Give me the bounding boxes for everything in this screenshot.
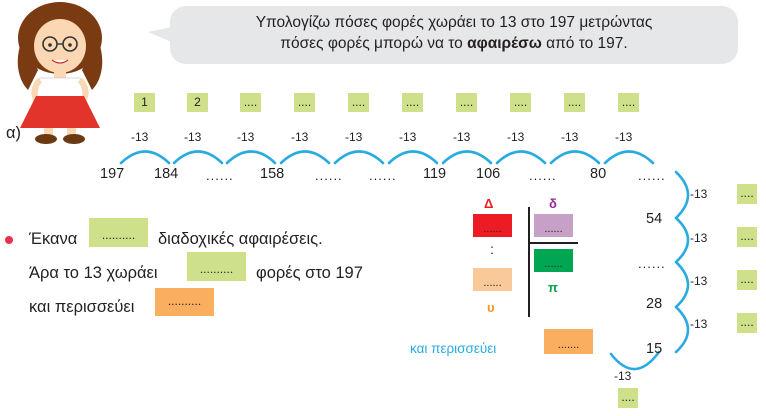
step-label: -13 [507, 130, 525, 144]
jump-arc [674, 170, 690, 220]
remainder-note-label: και περισσεύει [410, 341, 497, 356]
jump-arc [333, 150, 385, 165]
counter-box[interactable]: .... [737, 184, 757, 204]
divisor-label: δ [549, 196, 557, 211]
counter-box[interactable]: .... [737, 270, 757, 290]
jump-arc [603, 150, 655, 165]
counter-box[interactable]: .... [402, 93, 423, 112]
step-label: -13 [690, 274, 708, 288]
division-vertical-line [528, 207, 530, 317]
counter-box[interactable]: 2 [187, 93, 208, 112]
remainder-label: υ [487, 300, 495, 315]
answer-box-remainder[interactable]: .......... [155, 288, 214, 316]
jump-arc [172, 150, 224, 165]
dividend-box[interactable]: ...... [473, 214, 512, 237]
number-blank[interactable]: ...... [206, 168, 234, 183]
sentence-3-start: και περισσεύει [29, 298, 135, 316]
step-label: -13 [399, 130, 417, 144]
counter-box[interactable]: .... [240, 93, 261, 112]
instruction-text: Υπολογίζω πόσες φορές χωράει το 13 στο 1… [180, 12, 728, 54]
number-value: 54 [646, 211, 663, 227]
jump-arc [225, 150, 277, 165]
answer-box-subtractions[interactable]: .......... [89, 218, 148, 247]
number-value: 184 [154, 166, 179, 182]
number-value: 106 [476, 166, 501, 182]
step-label: -13 [690, 187, 708, 201]
number-value: 80 [590, 166, 607, 182]
jump-arc [674, 216, 690, 264]
quotient-label: π [548, 280, 558, 295]
number-blank[interactable]: ...... [638, 168, 666, 183]
speech-bubble [170, 6, 738, 64]
jump-arc [387, 150, 439, 165]
part-label: α) [6, 124, 22, 142]
step-label: -13 [561, 130, 579, 144]
counter-box[interactable]: .... [618, 388, 638, 408]
counter-box[interactable]: .... [737, 313, 757, 333]
step-label: -13 [291, 130, 309, 144]
dividend-label: Δ [484, 196, 494, 211]
counter-box[interactable]: .... [737, 227, 757, 247]
step-label: -13 [690, 231, 708, 245]
bullet-dot [5, 236, 13, 244]
counter-box[interactable]: .... [564, 93, 585, 112]
divisor-box[interactable]: ...... [534, 214, 573, 237]
step-label: -13 [345, 130, 363, 144]
remainder-box[interactable]: ...... [473, 268, 512, 291]
jump-arc [495, 150, 547, 165]
step-label: -13 [615, 130, 633, 144]
division-horizontal-line [528, 242, 578, 244]
instruction-bold-word: αφαιρέσω [467, 35, 542, 52]
step-label: -13 [184, 130, 202, 144]
sentence-2-start: Άρα το 13 χωράει [29, 264, 158, 282]
sentence-1-start: Έκανα [29, 230, 78, 248]
step-label: -13 [690, 317, 708, 331]
number-blank[interactable]: ...... [529, 168, 557, 183]
step-label: -13 [237, 130, 255, 144]
step-label: -13 [131, 130, 149, 144]
number-value: 15 [646, 341, 663, 357]
counter-box[interactable]: .... [348, 93, 369, 112]
step-label: -13 [614, 369, 632, 383]
quotient-box[interactable]: ...... [534, 249, 573, 272]
jump-arc [674, 260, 690, 309]
counter-box[interactable]: 1 [134, 93, 155, 112]
counter-box[interactable]: .... [456, 93, 477, 112]
remainder-note-box[interactable]: ....... [544, 329, 593, 354]
answer-box-times[interactable]: .......... [187, 252, 246, 281]
number-value: 158 [260, 166, 285, 182]
number-blank[interactable]: ...... [369, 168, 397, 183]
jump-arc [549, 150, 601, 165]
number-value: 197 [100, 166, 125, 182]
number-value: 119 [423, 166, 447, 182]
instruction-line-2: πόσες φορές μπορώ να το αφαιρέσω από το … [280, 35, 628, 52]
instruction-line-1: Υπολογίζω πόσες φορές χωράει το 13 στο 1… [255, 14, 653, 31]
number-value: 28 [646, 296, 663, 312]
counter-box[interactable]: .... [510, 93, 531, 112]
jump-arc [441, 150, 493, 165]
counter-box[interactable]: .... [618, 93, 639, 112]
sentence-1-end: διαδοχικές αφαιρέσεις. [158, 230, 323, 248]
step-label: -13 [453, 130, 471, 144]
number-blank[interactable]: ...... [638, 256, 666, 271]
number-blank[interactable]: ...... [315, 168, 343, 183]
jump-arc [674, 305, 690, 354]
sentence-2-end: φορές στο 197 [256, 264, 363, 282]
jump-arc [279, 150, 331, 165]
vertical-dots: : [490, 241, 494, 257]
counter-box[interactable]: .... [294, 93, 315, 112]
jump-arc [119, 150, 171, 165]
jump-arc [609, 350, 661, 371]
